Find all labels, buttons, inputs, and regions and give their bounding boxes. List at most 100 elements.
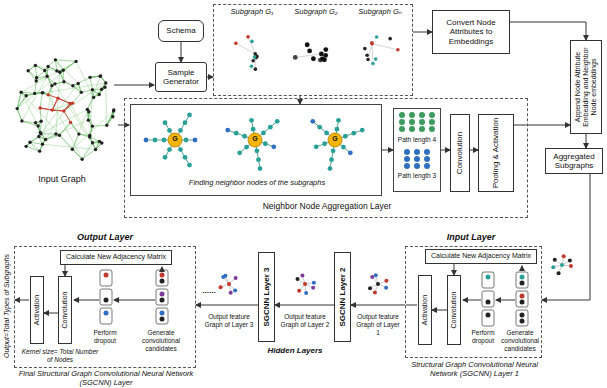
node-label: Convolution bbox=[455, 117, 464, 189]
cell-dot bbox=[520, 281, 525, 286]
graph-link bbox=[40, 108, 52, 110]
graph-node bbox=[45, 75, 48, 78]
graph-node bbox=[71, 84, 74, 87]
graph-link bbox=[55, 60, 78, 84]
graph-node bbox=[100, 87, 103, 90]
process-box: Sample Generator bbox=[155, 62, 207, 92]
graph-node bbox=[58, 71, 61, 74]
graph-link bbox=[73, 92, 82, 103]
path-dot bbox=[414, 156, 420, 162]
graph-link bbox=[51, 86, 52, 110]
cell-dot bbox=[486, 275, 491, 280]
graph-node bbox=[15, 107, 18, 110]
graph-link bbox=[26, 146, 39, 151]
graph-node bbox=[329, 157, 334, 162]
graph-node bbox=[250, 64, 254, 68]
flow-arrow bbox=[586, 134, 587, 148]
graph-node bbox=[62, 109, 65, 112]
path-dot bbox=[404, 149, 410, 155]
graph-node bbox=[144, 138, 149, 143]
graph-link bbox=[17, 61, 76, 108]
graph-node bbox=[112, 109, 115, 112]
graph-link bbox=[48, 95, 82, 159]
path-dot bbox=[419, 126, 425, 132]
graph-node bbox=[87, 110, 90, 113]
graph-link bbox=[368, 44, 372, 60]
graph-link bbox=[56, 72, 60, 134]
graph-node bbox=[371, 62, 375, 66]
graph-link bbox=[46, 120, 89, 139]
process-box: Aggregated Subgraphs bbox=[545, 148, 603, 174]
node-label: Pooling & Activation bbox=[491, 117, 500, 189]
node-label: Append Node Attribute Embedding and Neig… bbox=[574, 43, 598, 131]
graph-node bbox=[112, 108, 115, 111]
node-label: Path length 3 bbox=[394, 172, 440, 179]
process-box: Convolution bbox=[447, 275, 461, 345]
process-box: Convert Node Attributes to Embeddings bbox=[432, 10, 510, 54]
graph-node bbox=[51, 108, 54, 111]
graph-node bbox=[178, 128, 183, 133]
cell-dot bbox=[160, 279, 165, 284]
graph-link bbox=[72, 111, 113, 149]
graph-node bbox=[28, 141, 31, 144]
path-dot bbox=[404, 163, 410, 169]
graph-node bbox=[246, 35, 250, 39]
graph-node bbox=[560, 263, 564, 267]
feature-caption: Output feature Graph of Layer 2 bbox=[280, 313, 330, 329]
subgraph-group: Subgraph G₁Subgraph G₂Subgraph Gₙ bbox=[213, 4, 413, 96]
candidate-cell bbox=[482, 272, 494, 288]
graph-node bbox=[261, 131, 266, 136]
graph-link bbox=[372, 44, 398, 50]
graph-node bbox=[251, 59, 255, 63]
graph-node bbox=[105, 124, 108, 127]
feature-caption: Output feature Graph of Layer 3 bbox=[204, 313, 254, 329]
process-box: Pooling & Activation bbox=[478, 114, 514, 192]
graph-node bbox=[348, 150, 353, 155]
path-dot bbox=[429, 112, 435, 118]
graph-link bbox=[22, 76, 47, 121]
process-box: Convolution bbox=[450, 114, 470, 192]
graph-node bbox=[39, 120, 42, 123]
path-dot bbox=[424, 149, 430, 155]
node-letter: G bbox=[170, 135, 180, 143]
path-dot bbox=[404, 156, 410, 162]
path-dot bbox=[399, 119, 405, 125]
flow-arrow bbox=[514, 125, 570, 126]
graph-node bbox=[77, 82, 80, 85]
cell-dot bbox=[486, 313, 491, 318]
graph-link bbox=[28, 71, 36, 81]
graph-node bbox=[373, 290, 377, 294]
seed-node bbox=[248, 133, 262, 147]
graph-node bbox=[363, 47, 367, 51]
graph-node bbox=[375, 35, 379, 39]
graph-node bbox=[249, 118, 254, 123]
graph-node bbox=[56, 96, 59, 99]
graph-link bbox=[17, 92, 21, 108]
graph-node bbox=[20, 119, 23, 122]
cell-dot bbox=[160, 317, 165, 322]
graph-link bbox=[21, 92, 38, 126]
input-box: Schema bbox=[158, 20, 204, 42]
graph-node bbox=[183, 155, 188, 160]
node-label: Path length 4 bbox=[394, 136, 440, 143]
graph-node bbox=[37, 135, 40, 138]
graph-node bbox=[296, 277, 300, 281]
node-label: Activation bbox=[421, 278, 429, 342]
flow-arrow bbox=[522, 266, 523, 271]
graph-node bbox=[557, 271, 561, 275]
graph-node bbox=[553, 258, 557, 262]
process-box: Activation bbox=[418, 275, 432, 345]
cell-dot bbox=[104, 311, 109, 316]
graph-link bbox=[248, 37, 255, 54]
graph-node bbox=[71, 148, 74, 151]
graph-node bbox=[311, 286, 315, 290]
flow-arrow bbox=[496, 300, 515, 301]
graph-node bbox=[68, 102, 71, 105]
node-label: Input Layer bbox=[436, 232, 506, 242]
graph-link bbox=[52, 104, 70, 111]
graph-node bbox=[331, 148, 336, 153]
graph-node bbox=[255, 148, 260, 153]
feature-caption: Output feature Graph of Layer 1 bbox=[354, 313, 402, 336]
candidate-cell bbox=[516, 272, 528, 288]
flow-arrow bbox=[275, 305, 334, 306]
